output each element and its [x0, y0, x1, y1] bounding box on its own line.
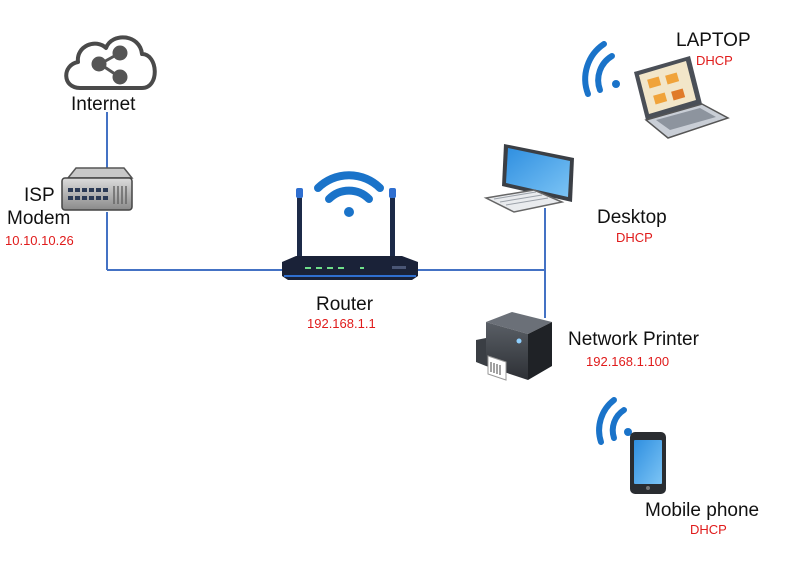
modem-icon — [61, 167, 134, 211]
desktop-ip-label: DHCP — [616, 230, 653, 245]
connection-lines — [106, 112, 546, 318]
isp-ip-label: 10.10.10.26 — [5, 233, 74, 248]
laptop-label: LAPTOP — [676, 30, 751, 51]
desktop-icon — [483, 144, 574, 213]
isp-label: ISP — [24, 185, 55, 206]
router-ip-label: 192.168.1.1 — [307, 316, 376, 331]
router-icon — [282, 171, 418, 280]
desktop-label: Desktop — [597, 207, 667, 228]
wifi-icon — [314, 171, 384, 217]
laptop-ip-label: DHCP — [696, 53, 733, 68]
printer-icon — [476, 312, 552, 381]
router-label: Router — [316, 294, 374, 315]
printer-ip-label: 192.168.1.100 — [586, 354, 670, 369]
modem-label: Modem — [7, 208, 71, 229]
cloud-share-icon — [64, 35, 157, 90]
laptop-icon — [582, 41, 730, 139]
printer-label: Network Printer — [568, 329, 699, 350]
mobile-phone-icon — [596, 397, 666, 494]
mobile-phone-label: Mobile phone — [645, 500, 760, 521]
mobile-phone-ip-label: DHCP — [690, 522, 727, 537]
internet-label: Internet — [71, 94, 136, 115]
